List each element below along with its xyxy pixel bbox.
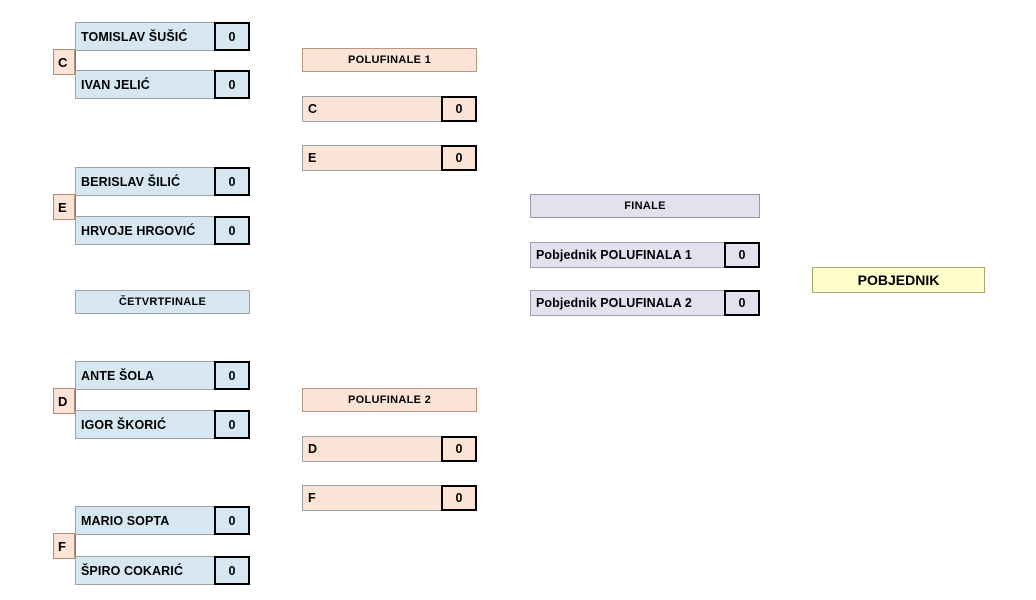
- bracket-slot[interactable]: IVAN JELIĆ 0: [75, 70, 250, 99]
- bracket-slot[interactable]: ANTE ŠOLA 0: [75, 361, 250, 390]
- player-name: Pobjednik POLUFINALA 2: [530, 290, 724, 316]
- bracket-slot[interactable]: TOMISLAV ŠUŠIĆ 0: [75, 22, 250, 51]
- bracket-connector: [75, 51, 76, 70]
- player-name: C: [302, 96, 441, 122]
- bracket-slot[interactable]: ŠPIRO COKARIĆ 0: [75, 556, 250, 585]
- round-banner-quarterfinal: ČETVRTFINALE: [75, 290, 250, 314]
- group-marker-d: D: [53, 388, 75, 414]
- bracket-slot[interactable]: Pobjednik POLUFINALA 1 0: [530, 242, 760, 268]
- bracket-slot[interactable]: BERISLAV ŠILIĆ 0: [75, 167, 250, 196]
- bracket-slot[interactable]: E 0: [302, 145, 477, 171]
- winner-box: POBJEDNIK: [812, 267, 985, 293]
- player-score[interactable]: 0: [214, 216, 250, 245]
- player-name: ANTE ŠOLA: [75, 361, 214, 390]
- bracket-slot[interactable]: Pobjednik POLUFINALA 2 0: [530, 290, 760, 316]
- player-name: ŠPIRO COKARIĆ: [75, 556, 214, 585]
- player-score[interactable]: 0: [214, 22, 250, 51]
- player-name: E: [302, 145, 441, 171]
- player-name: IVAN JELIĆ: [75, 70, 214, 99]
- player-name: Pobjednik POLUFINALA 1: [530, 242, 724, 268]
- round-banner-semifinal-1: POLUFINALE 1: [302, 48, 477, 72]
- bracket-slot[interactable]: IGOR ŠKORIĆ 0: [75, 410, 250, 439]
- player-score[interactable]: 0: [214, 556, 250, 585]
- player-score[interactable]: 0: [214, 361, 250, 390]
- bracket-slot[interactable]: MARIO SOPTA 0: [75, 506, 250, 535]
- player-score[interactable]: 0: [214, 167, 250, 196]
- player-score[interactable]: 0: [214, 410, 250, 439]
- player-name: F: [302, 485, 441, 511]
- player-name: TOMISLAV ŠUŠIĆ: [75, 22, 214, 51]
- player-score[interactable]: 0: [441, 145, 477, 171]
- player-score[interactable]: 0: [724, 290, 760, 316]
- bracket-connector: [75, 390, 76, 410]
- bracket-connector: [75, 535, 76, 556]
- player-name: MARIO SOPTA: [75, 506, 214, 535]
- player-name: IGOR ŠKORIĆ: [75, 410, 214, 439]
- player-name: D: [302, 436, 441, 462]
- player-score[interactable]: 0: [214, 70, 250, 99]
- bracket-connector: [75, 196, 76, 216]
- player-score[interactable]: 0: [724, 242, 760, 268]
- player-score[interactable]: 0: [441, 96, 477, 122]
- bracket-slot[interactable]: C 0: [302, 96, 477, 122]
- player-name: BERISLAV ŠILIĆ: [75, 167, 214, 196]
- round-banner-final: FINALE: [530, 194, 760, 218]
- group-marker-e: E: [53, 194, 75, 220]
- round-banner-semifinal-2: POLUFINALE 2: [302, 388, 477, 412]
- group-marker-f: F: [53, 533, 75, 559]
- bracket-slot[interactable]: HRVOJE HRGOVIĆ 0: [75, 216, 250, 245]
- bracket-slot[interactable]: D 0: [302, 436, 477, 462]
- bracket-slot[interactable]: F 0: [302, 485, 477, 511]
- group-marker-c: C: [53, 49, 75, 75]
- player-score[interactable]: 0: [441, 485, 477, 511]
- player-score[interactable]: 0: [214, 506, 250, 535]
- player-name: HRVOJE HRGOVIĆ: [75, 216, 214, 245]
- player-score[interactable]: 0: [441, 436, 477, 462]
